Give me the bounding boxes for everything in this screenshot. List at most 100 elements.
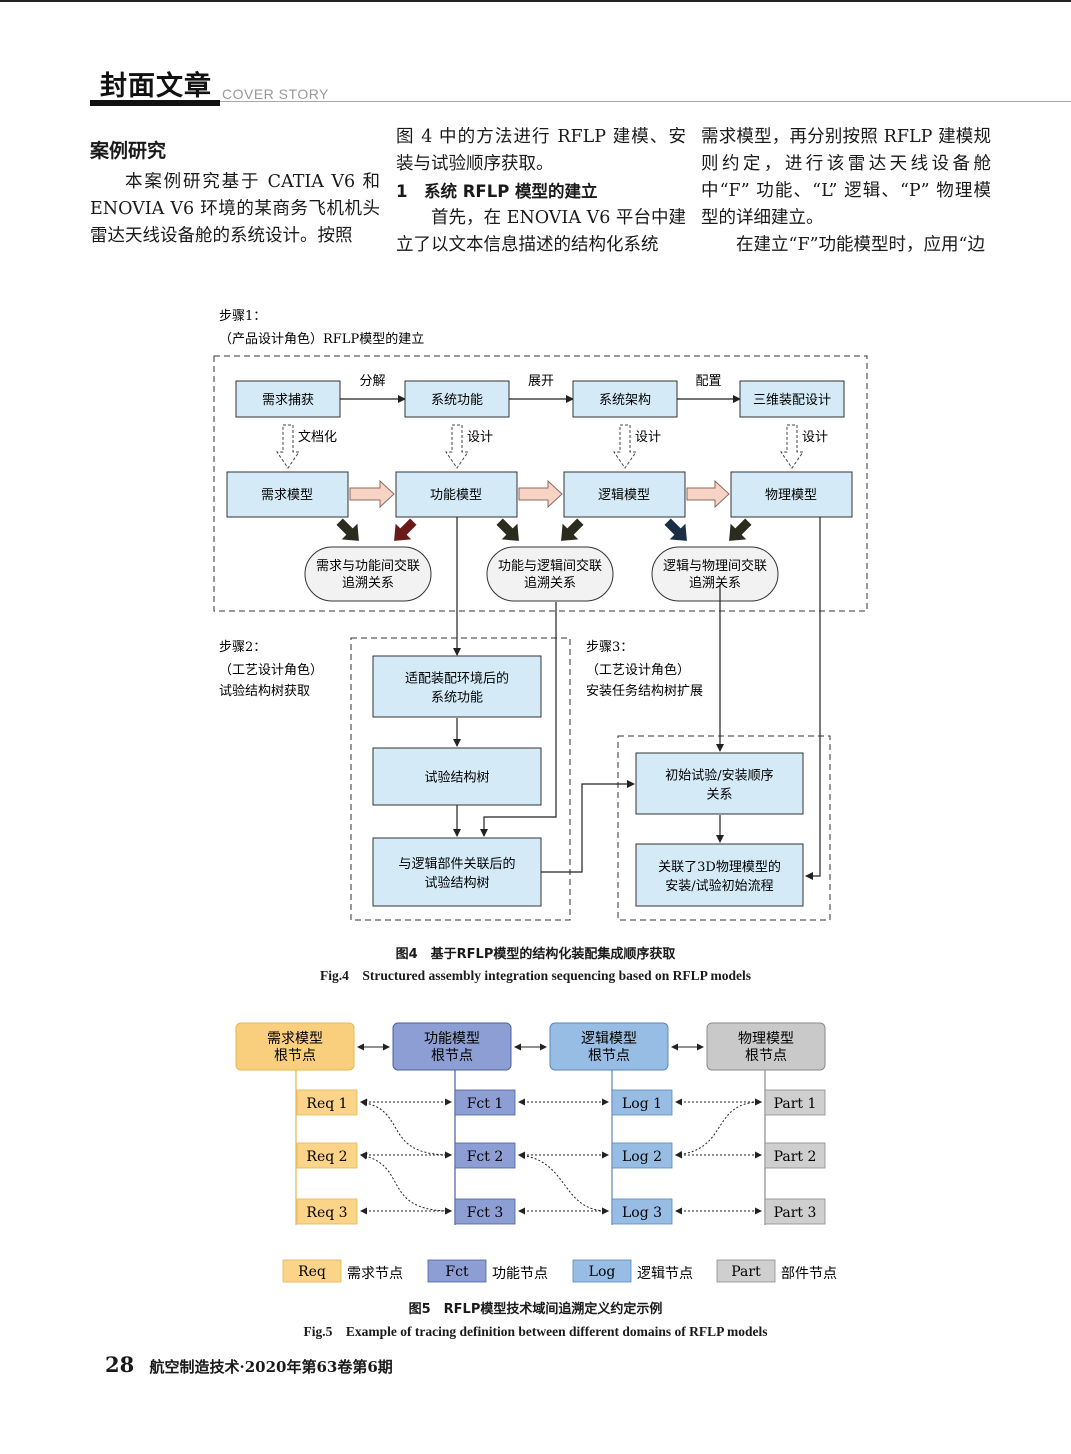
flow-arrow-label: 展开 xyxy=(528,374,554,389)
model-transition-arrow xyxy=(686,479,730,509)
flow-arrow-label: 配置 xyxy=(695,374,721,389)
legend-key: Req xyxy=(298,1264,326,1280)
trace-arrow xyxy=(394,518,417,541)
trace-arrow xyxy=(729,518,752,541)
text-column-3: 需求模型，再分别按照 RFLP 建模规则约定，进行该雷达天线设备舱中“F” 功能… xyxy=(701,124,991,259)
figure-5-caption-en: Fig.5 Example of tracing definition betw… xyxy=(303,1324,768,1339)
design-arrow-label: 文档化 xyxy=(298,430,337,445)
legend-label: 逻辑节点 xyxy=(637,1266,693,1282)
root-node-label: 根节点 xyxy=(431,1048,473,1064)
model-transition-arrow xyxy=(349,479,395,509)
paragraph: 本案例研究基于 CATIA V6 和 ENOVIA V6 环境的某商务飞机机头雷… xyxy=(90,172,380,246)
paragraph: 首先，在 ENOVIA V6 平台中建立了以文本信息描述的结构化系统 xyxy=(396,208,686,255)
trace-arrow xyxy=(664,518,687,541)
process-box xyxy=(235,380,341,418)
process-box xyxy=(635,843,804,907)
process-box xyxy=(372,837,542,907)
step3-region xyxy=(617,735,831,921)
root-node xyxy=(706,1022,826,1071)
text-column-2: 图 4 中的方法进行 RFLP 建模、安装与试验顺序获取。 1 系统 RFLP … xyxy=(396,124,686,259)
process-box-label: 三维装配设计 xyxy=(753,393,831,408)
legend-label: 部件节点 xyxy=(781,1266,837,1282)
trace-arrow xyxy=(336,518,359,541)
tree-node xyxy=(296,1142,358,1169)
process-box-label: 系统功能 xyxy=(431,691,483,706)
tree-node-label: Part 1 xyxy=(774,1096,817,1112)
paragraph: 图 4 中的方法进行 RFLP 建模、安装与试验顺序获取。 xyxy=(396,127,686,174)
design-arrow-label: 设计 xyxy=(635,430,661,445)
tree-node xyxy=(454,1142,516,1169)
model-box xyxy=(395,471,518,518)
design-arrow xyxy=(276,424,300,469)
trace-arrow-shape xyxy=(496,518,519,541)
trace-arrow-shape xyxy=(336,518,359,541)
process-boxes: 适配装配环境后的系统功能试验结构树与逻辑部件关联后的试验结构树初始试验/安装顺序… xyxy=(372,655,804,907)
process-box-label: 试验结构树 xyxy=(424,770,489,786)
legend-swatch xyxy=(427,1259,487,1283)
tree-node-label: Req 2 xyxy=(306,1149,347,1165)
process-box-label: 系统功能 xyxy=(431,393,483,408)
trace-oval-label: 逻辑与物理间交联 xyxy=(663,558,767,574)
trace-arrow xyxy=(496,518,519,541)
tree-node-label: Req 3 xyxy=(306,1205,347,1221)
model-box xyxy=(730,471,853,518)
trace-oval-label: 功能与逻辑间交联 xyxy=(498,558,602,574)
legend-label: 功能节点 xyxy=(492,1266,548,1282)
section-title: 封面文章 xyxy=(100,71,212,102)
design-arrow xyxy=(445,424,469,469)
section-title-bar xyxy=(90,100,220,106)
root-node xyxy=(549,1022,669,1071)
legend-key: Log xyxy=(589,1264,616,1280)
design-arrow xyxy=(780,424,804,469)
trace-oval-label: 需求与功能间交联 xyxy=(316,558,420,574)
tree-node-label: Part 2 xyxy=(774,1149,817,1165)
tree-node xyxy=(296,1089,358,1116)
tree-node-label: Fct 1 xyxy=(467,1096,504,1112)
tree-node xyxy=(764,1142,826,1169)
tree-node xyxy=(454,1198,516,1225)
root-node xyxy=(392,1022,512,1071)
root-node-label: 根节点 xyxy=(745,1048,787,1064)
trace-links xyxy=(360,1098,762,1215)
step2-region xyxy=(350,637,571,921)
section-heading: 案例研究 xyxy=(90,140,167,162)
paragraph: 需求模型，再分别按照 RFLP 建模规则约定，进行该雷达天线设备舱中“F” 功能… xyxy=(701,127,991,228)
process-box xyxy=(404,380,510,418)
design-arrow xyxy=(613,424,637,469)
tree-node xyxy=(764,1198,826,1225)
tree-node xyxy=(764,1089,826,1116)
step3-role: （工艺设计角色） xyxy=(586,662,690,678)
step2-label: 步骤2： xyxy=(219,640,266,655)
model-box-label: 需求模型 xyxy=(261,488,313,503)
trace-link xyxy=(360,1099,452,1159)
root-node-label: 功能模型 xyxy=(424,1031,480,1047)
process-box-label: 试验结构树 xyxy=(424,875,489,891)
legend-swatch xyxy=(572,1259,632,1283)
process-box-label: 与逻辑部件关联后的 xyxy=(398,856,515,872)
connectors xyxy=(453,517,821,880)
tree-node-label: Fct 3 xyxy=(467,1205,504,1221)
step2-desc: 试验结构树获取 xyxy=(219,683,310,699)
tree-node-label: Log 1 xyxy=(622,1096,662,1112)
model-box-label: 逻辑模型 xyxy=(598,488,650,503)
figure-4-caption-en: Fig.4 Structured assembly integration se… xyxy=(319,968,752,983)
figure-4-diagram: 步骤1： （产品设计角色）RFLP模型的建立 需求捕获分解文档化系统功能展开设计… xyxy=(213,309,868,921)
top-rule xyxy=(0,0,1071,2)
trace-link xyxy=(518,1152,609,1215)
process-box-label: 适配装配环境后的 xyxy=(405,671,509,687)
model-box-label: 物理模型 xyxy=(765,488,817,503)
model-box-label: 功能模型 xyxy=(430,488,482,503)
trace-arrow xyxy=(561,518,584,541)
legend-key: Fct xyxy=(445,1264,469,1280)
step2-role: （工艺设计角色） xyxy=(219,662,323,678)
tree-node xyxy=(611,1089,673,1116)
trace-arrow-shape xyxy=(561,518,584,541)
trace-oval xyxy=(651,546,779,602)
tree-node xyxy=(611,1142,673,1169)
model-box xyxy=(226,471,349,518)
header-rule xyxy=(220,101,1071,102)
